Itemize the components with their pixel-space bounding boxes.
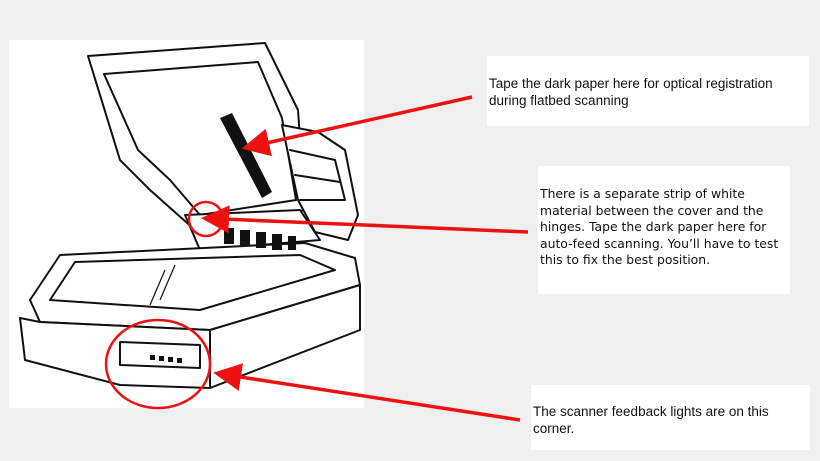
callout-feedback-lights: The scanner feedback lights are on this … <box>531 385 810 450</box>
callout-lights-text: The scanner feedback lights are on this … <box>533 404 769 436</box>
callout-autofeed-text: There is a separate strip of white mater… <box>540 186 779 267</box>
arrow-autofeed <box>201 205 529 234</box>
callout-optical-text: Tape the dark paper here for optical reg… <box>489 76 773 108</box>
callout-auto-feed: There is a separate strip of white mater… <box>538 166 790 294</box>
lights-highlight-ellipse <box>104 318 212 410</box>
lid-inner-panel <box>103 61 297 216</box>
lights-panel <box>119 341 201 369</box>
glass-bed <box>49 254 336 311</box>
auto-feeder <box>281 124 359 241</box>
arrow-optical <box>241 95 473 157</box>
arrow-lights <box>213 363 521 422</box>
callout-optical-registration: Tape the dark paper here for optical reg… <box>487 56 809 126</box>
